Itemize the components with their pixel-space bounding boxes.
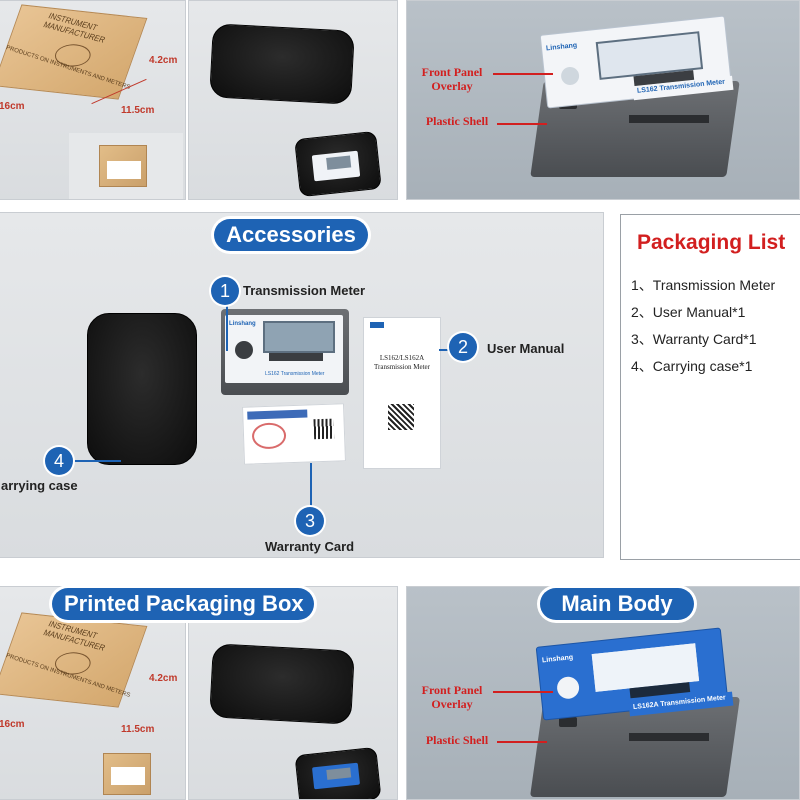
label-carrying-case: arrying case xyxy=(1,478,78,493)
open-box-photo xyxy=(69,747,183,799)
overlay-brand: Linshang xyxy=(541,654,574,665)
manual-qr-icon xyxy=(388,404,414,430)
front-panel-label: Front Panel Overlay xyxy=(421,683,483,711)
plastic-shell-label: Plastic Shell xyxy=(425,114,489,128)
meter-screen xyxy=(263,321,335,353)
accessories-panel: Linshang LS162 Transmission Meter LS162/… xyxy=(0,212,604,558)
warranty-card xyxy=(242,403,346,465)
printed-packaging-box-title: Printed Packaging Box xyxy=(52,588,314,620)
dimension-length: 16cm xyxy=(0,719,25,730)
overlay-brand: Linshang xyxy=(545,42,578,53)
packaging-list-panel: Packaging List 1、Transmission Meter 2、Us… xyxy=(620,214,800,560)
warranty-qr-icon xyxy=(313,418,335,440)
meter-model: LS162 Transmission Meter xyxy=(265,371,325,377)
packaging-item-2: 2、User Manual*1 xyxy=(631,304,746,320)
dimension-width: 11.5cm xyxy=(121,724,155,735)
overlay-window xyxy=(560,66,580,86)
plastic-shell-pointer xyxy=(497,741,547,743)
user-manual: LS162/LS162A Transmission Meter xyxy=(363,317,441,469)
meter-sensor xyxy=(235,341,253,359)
packaging-item-3: 3、Warranty Card*1 xyxy=(631,331,757,347)
dimension-width: 11.5cm xyxy=(121,105,155,116)
case-photo-panel-top xyxy=(188,0,398,200)
carrying-case xyxy=(87,313,197,465)
transmission-meter: Linshang LS162 Transmission Meter xyxy=(221,309,349,395)
packaging-item-4: 4、Carrying case*1 xyxy=(631,358,753,374)
main-body-title: Main Body xyxy=(540,588,694,620)
carrying-case xyxy=(209,23,355,105)
meter-brand: Linshang xyxy=(229,321,256,327)
main-body-panel-bottom: Linshang LS162A Transmission Meter Front… xyxy=(406,586,800,800)
open-case-photo xyxy=(291,130,382,198)
label-transmission-meter: Transmission Meter xyxy=(243,283,366,298)
front-panel-pointer xyxy=(493,691,553,693)
dimension-height: 4.2cm xyxy=(149,55,178,66)
box-photo-panel-top: INSTRUMENT MANUFACTURER PRODUCTS ON INST… xyxy=(0,0,186,200)
case-photo-panel-bottom xyxy=(188,586,398,800)
packaging-item-1: 1、Transmission Meter xyxy=(631,277,776,293)
marker-2: 2 xyxy=(449,333,477,361)
dimension-length: 16cm xyxy=(0,101,25,112)
label-warranty-card: Warranty Card xyxy=(265,539,355,554)
accessories-title: Accessories xyxy=(214,219,368,251)
box-photo-panel-bottom: INSTRUMENT MANUFACTURER PRODUCTS ON INST… xyxy=(0,586,186,800)
carrying-case xyxy=(209,643,355,725)
marker-1: 1 xyxy=(211,277,239,305)
dimension-height: 4.2cm xyxy=(149,673,178,684)
plastic-shell-label: Plastic Shell xyxy=(425,733,489,747)
packaging-list-title: Packaging List xyxy=(637,231,786,254)
marker-4: 4 xyxy=(45,447,73,475)
front-panel-pointer xyxy=(493,73,553,75)
manual-title: LS162/LS162A Transmission Meter xyxy=(374,354,430,371)
front-panel-label: Front Panel Overlay xyxy=(421,65,483,93)
overlay-window xyxy=(555,675,581,700)
packaging-list-items: 1、Transmission Meter 2、User Manual*1 3、W… xyxy=(631,272,775,380)
plastic-shell-pointer xyxy=(497,123,547,125)
label-user-manual: User Manual xyxy=(487,341,565,356)
marker-3: 3 xyxy=(296,507,324,535)
open-case-photo xyxy=(291,746,382,799)
open-box-photo xyxy=(69,133,183,199)
main-body-panel-top: Linshang LS162 Transmission Meter Front … xyxy=(406,0,800,200)
